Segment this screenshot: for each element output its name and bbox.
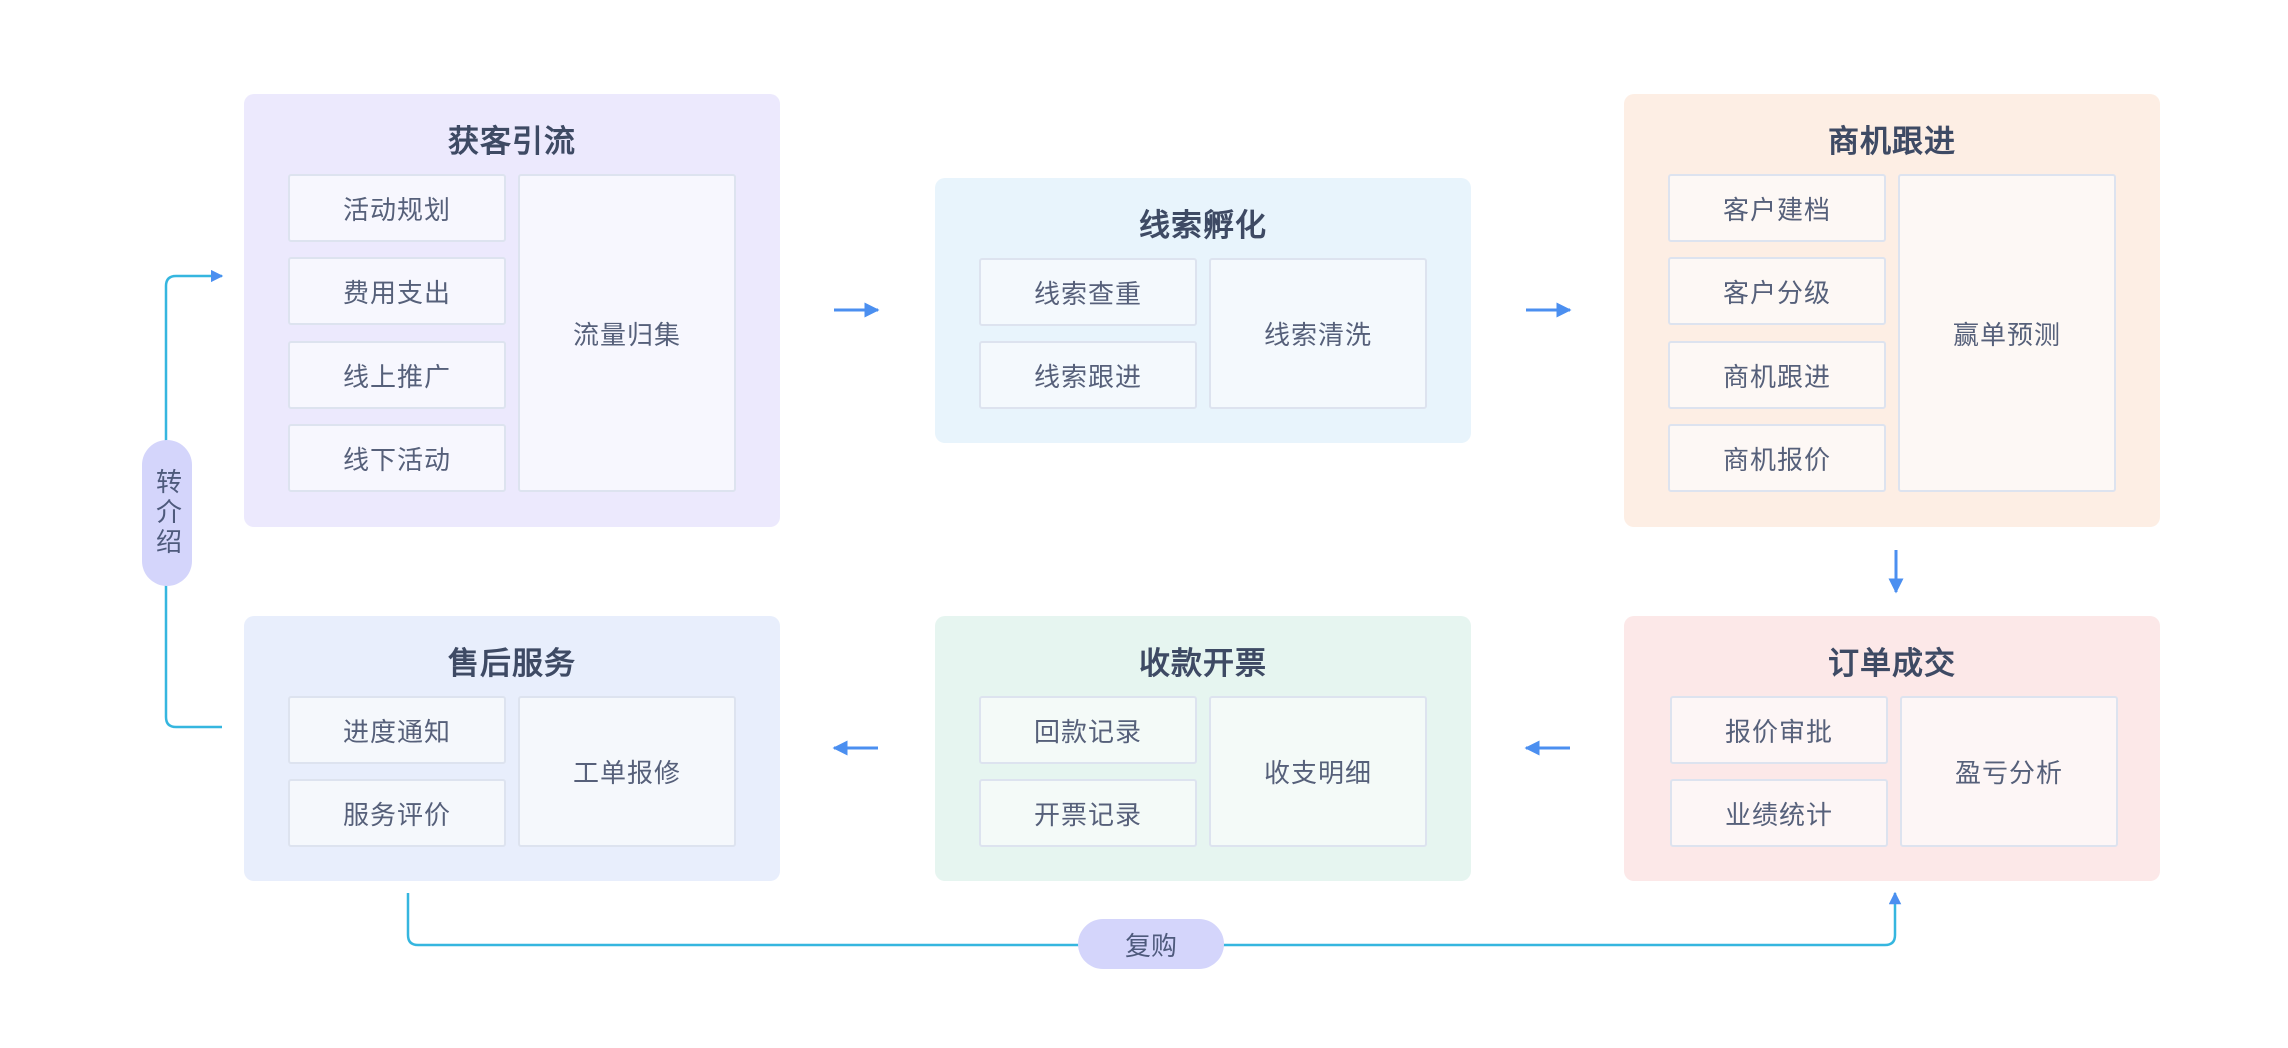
stage-order: 订单成交 报价审批 业绩统计 盈亏分析 (1624, 616, 2160, 881)
stage-service: 售后服务 进度通知 服务评价 工单报修 (244, 616, 780, 881)
referral-label: 转介绍 (142, 440, 192, 586)
stage-opportunity: 商机跟进 客户建档 客户分级 商机跟进 商机报价 赢单预测 (1624, 94, 2160, 527)
stage-item: 报价审批 (1670, 696, 1888, 764)
stage-item: 业绩统计 (1670, 779, 1888, 847)
stage-title: 售后服务 (448, 646, 576, 682)
stage-item: 线索查重 (979, 258, 1197, 326)
stage-item: 服务评价 (288, 779, 506, 847)
stage-item: 进度通知 (288, 696, 506, 764)
stage-title: 线索孵化 (1139, 208, 1267, 244)
stage-title: 获客引流 (448, 124, 576, 160)
stage-item: 线上推广 (288, 341, 506, 409)
stage-item: 活动规划 (288, 174, 506, 242)
stage-title: 商机跟进 (1828, 124, 1956, 160)
stage-side-item: 流量归集 (518, 174, 736, 492)
stage-item: 开票记录 (979, 779, 1197, 847)
stage-incubate: 线索孵化 线索查重 线索跟进 线索清洗 (935, 178, 1471, 443)
stage-side-item: 收支明细 (1209, 696, 1427, 847)
repurchase-label: 复购 (1078, 919, 1224, 969)
stage-item: 线下活动 (288, 424, 506, 492)
stage-side-item: 赢单预测 (1898, 174, 2116, 492)
stage-item: 线索跟进 (979, 341, 1197, 409)
stage-item: 费用支出 (288, 257, 506, 325)
repurchase-label-text: 复购 (1124, 931, 1177, 962)
stage-item: 商机报价 (1668, 424, 1886, 492)
stage-acquire: 获客引流 活动规划 费用支出 线上推广 线下活动 流量归集 (244, 94, 780, 527)
stage-item: 商机跟进 (1668, 341, 1886, 409)
stage-side-item: 线索清洗 (1209, 258, 1427, 409)
stage-side-item: 盈亏分析 (1900, 696, 2118, 847)
stage-item: 客户建档 (1668, 174, 1886, 242)
stage-title: 收款开票 (1139, 646, 1267, 682)
stage-item: 回款记录 (979, 696, 1197, 764)
stage-item: 客户分级 (1668, 257, 1886, 325)
stage-payment: 收款开票 回款记录 开票记录 收支明细 (935, 616, 1471, 881)
referral-label-text: 转介绍 (151, 468, 182, 558)
stage-title: 订单成交 (1828, 646, 1956, 682)
stage-side-item: 工单报修 (518, 696, 736, 847)
